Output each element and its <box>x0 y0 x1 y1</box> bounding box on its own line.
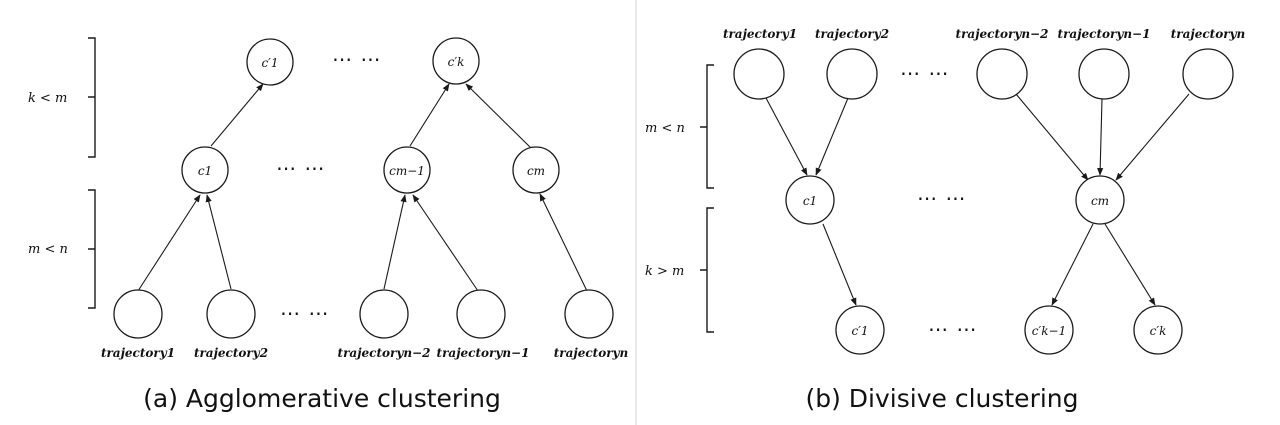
node-label: cm−1 <box>389 164 425 178</box>
trajectory-node <box>456 289 506 339</box>
cluster-node-mid: cm−1 <box>383 146 431 194</box>
node-label: c′1 <box>261 56 278 70</box>
node-label: c′1 <box>851 324 868 338</box>
range-label-top-a: k < m <box>28 91 67 106</box>
edge-b <box>815 97 849 176</box>
edge-b <box>1051 223 1094 306</box>
trajectory-node <box>1182 48 1234 100</box>
cluster-node-mid: c1 <box>785 175 835 225</box>
ellipsis: ⋯ ⋯ <box>900 61 949 85</box>
ellipsis: ⋯ ⋯ <box>332 47 381 71</box>
trajectory-label: trajectoryn−1 <box>1058 27 1151 41</box>
brace-bottom-b <box>700 207 714 333</box>
cluster-node-top: c′k <box>432 37 480 85</box>
trajectory-label: trajectoryn−2 <box>338 346 431 360</box>
trajectory-label: trajectoryn <box>1171 27 1246 41</box>
trajectory-node <box>826 48 878 100</box>
ellipsis: ⋯ ⋯ <box>280 301 329 325</box>
brace-top-a <box>88 37 96 158</box>
edge-b <box>1115 93 1190 181</box>
edge-a <box>205 194 232 290</box>
trajectory-node <box>733 48 785 100</box>
edge-b <box>1097 98 1104 176</box>
cluster-node-leaf: c′k <box>1133 305 1183 355</box>
trajectory-label: trajectoryn−2 <box>956 27 1049 41</box>
edge-b <box>822 223 857 306</box>
cluster-node-leaf: c′k−1 <box>1024 305 1074 355</box>
trajectory-node <box>1078 48 1130 100</box>
ellipsis: ⋯ ⋯ <box>928 317 977 341</box>
range-label-top-b: m < n <box>645 121 685 136</box>
brace-top-b <box>700 64 714 189</box>
cluster-node-leaf: c′1 <box>835 305 885 355</box>
caption-divisive: (b) Divisive clustering <box>805 384 1078 413</box>
node-label: cm <box>1091 194 1109 208</box>
edge-a <box>383 194 407 290</box>
node-label: c1 <box>198 164 212 178</box>
edge-a <box>409 83 450 147</box>
node-label: c′k−1 <box>1032 324 1066 338</box>
cluster-node-mid: c1 <box>181 146 229 194</box>
cluster-node-mid: cm <box>512 146 560 194</box>
node-label: c′k <box>448 55 465 69</box>
ellipsis: ⋯ ⋯ <box>276 156 325 180</box>
panel-agglomerative: k < m m < n c′1 c′k ⋯ ⋯ c1 cm−1 <box>28 37 629 413</box>
trajectory-node <box>976 48 1028 100</box>
trajectory-label: trajectoryn <box>554 346 629 360</box>
node-label: cm <box>527 164 545 178</box>
edge-b <box>1015 93 1089 181</box>
edge-a <box>539 193 588 292</box>
range-label-bottom-a: m < n <box>28 242 68 257</box>
trajectory-node <box>206 289 256 339</box>
node-label: c′k <box>1150 324 1167 338</box>
ellipsis: ⋯ ⋯ <box>917 186 966 210</box>
trajectory-label: trajectory1 <box>723 27 797 41</box>
trajectory-label: trajectory2 <box>194 346 268 360</box>
edge-a <box>210 83 264 147</box>
caption-agglomerative: (a) Agglomerative clustering <box>143 384 501 413</box>
trajectory-node <box>564 289 614 339</box>
edge-a <box>465 83 532 149</box>
brace-bottom-a <box>88 189 96 309</box>
edge-a <box>412 194 479 292</box>
node-label: c1 <box>803 194 817 208</box>
trajectory-label: trajectory1 <box>101 346 175 360</box>
trajectory-node <box>359 289 409 339</box>
trajectory-node <box>113 289 163 339</box>
trajectory-label: trajectoryn−1 <box>437 346 530 360</box>
edge-b <box>1104 223 1156 306</box>
cluster-node-top: c′1 <box>246 38 294 86</box>
edge-a <box>137 194 201 292</box>
range-label-bottom-b: k > m <box>645 264 684 279</box>
edge-b <box>765 97 808 176</box>
panel-divisive: m < n k > m trajectory1 trajectory2 traj… <box>645 27 1245 413</box>
cluster-node-mid: cm <box>1075 175 1125 225</box>
trajectory-label: trajectory2 <box>815 27 889 41</box>
